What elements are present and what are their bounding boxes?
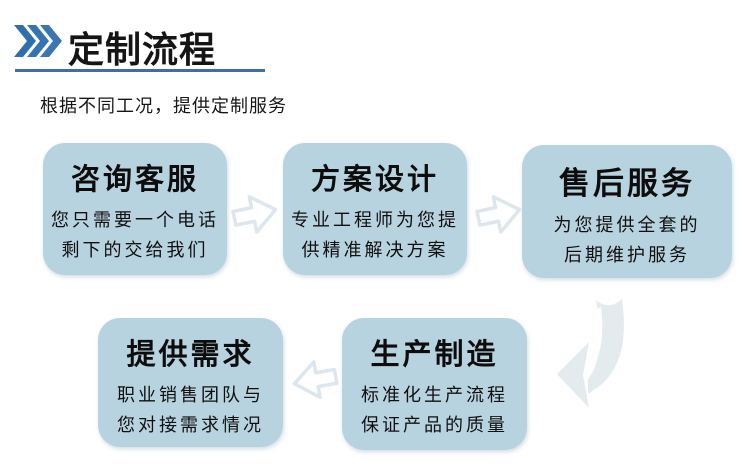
- step-card-aftersales: 售后服务 为您提供全套的 后期维护服务: [522, 145, 732, 278]
- step-title: 咨询客服: [70, 164, 199, 196]
- step-title: 生产制造: [370, 339, 499, 371]
- bent-down-left-arrow-icon: [557, 299, 624, 408]
- step-description-line: 后期维护服务: [564, 245, 690, 265]
- step-description-line: 专业工程师为您提: [291, 210, 459, 230]
- triple-chevron-icon: [14, 25, 62, 57]
- step-description-line: 为您提供全套的: [553, 215, 701, 235]
- step-description: 职业销售团队与 您对接需求情况: [98, 380, 283, 440]
- step-description-line: 保证产品的质量: [361, 415, 508, 435]
- step-card-requirements: 提供需求 职业销售团队与 您对接需求情况: [98, 318, 283, 447]
- step-card-consult: 咨询客服 您只需要一个电话 剩下的交给我们: [43, 143, 227, 275]
- step-title: 提供需求: [126, 339, 255, 371]
- step-title: 方案设计: [310, 164, 439, 196]
- step-card-manufacturing: 生产制造 标准化生产流程 保证产品的质量: [342, 318, 527, 450]
- step-description-line: 职业销售团队与: [117, 385, 264, 405]
- page-title: 定制流程: [68, 29, 217, 70]
- step-card-design: 方案设计 专业工程师为您提 供精准解决方案: [283, 143, 467, 275]
- step-description-line: 标准化生产流程: [361, 385, 508, 405]
- section-subtitle: 根据不同工况，提供定制服务: [40, 96, 287, 116]
- step-description-line: 剩下的交给我们: [61, 240, 209, 260]
- step-title: 售后服务: [559, 166, 695, 201]
- step-description: 您只需要一个电话 剩下的交给我们: [43, 205, 227, 265]
- step-description: 为您提供全套的 后期维护服务: [522, 210, 732, 270]
- step-description-line: 供精准解决方案: [301, 240, 449, 260]
- step-description-line: 您只需要一个电话: [51, 210, 219, 230]
- arrow-right-icon: [475, 195, 522, 234]
- step-description: 专业工程师为您提 供精准解决方案: [283, 205, 467, 265]
- arrow-right-icon: [231, 195, 278, 234]
- title-underline: [15, 69, 265, 72]
- arrow-left-icon: [292, 360, 339, 400]
- step-description: 标准化生产流程 保证产品的质量: [342, 380, 527, 440]
- step-description-line: 您对接需求情况: [117, 415, 264, 435]
